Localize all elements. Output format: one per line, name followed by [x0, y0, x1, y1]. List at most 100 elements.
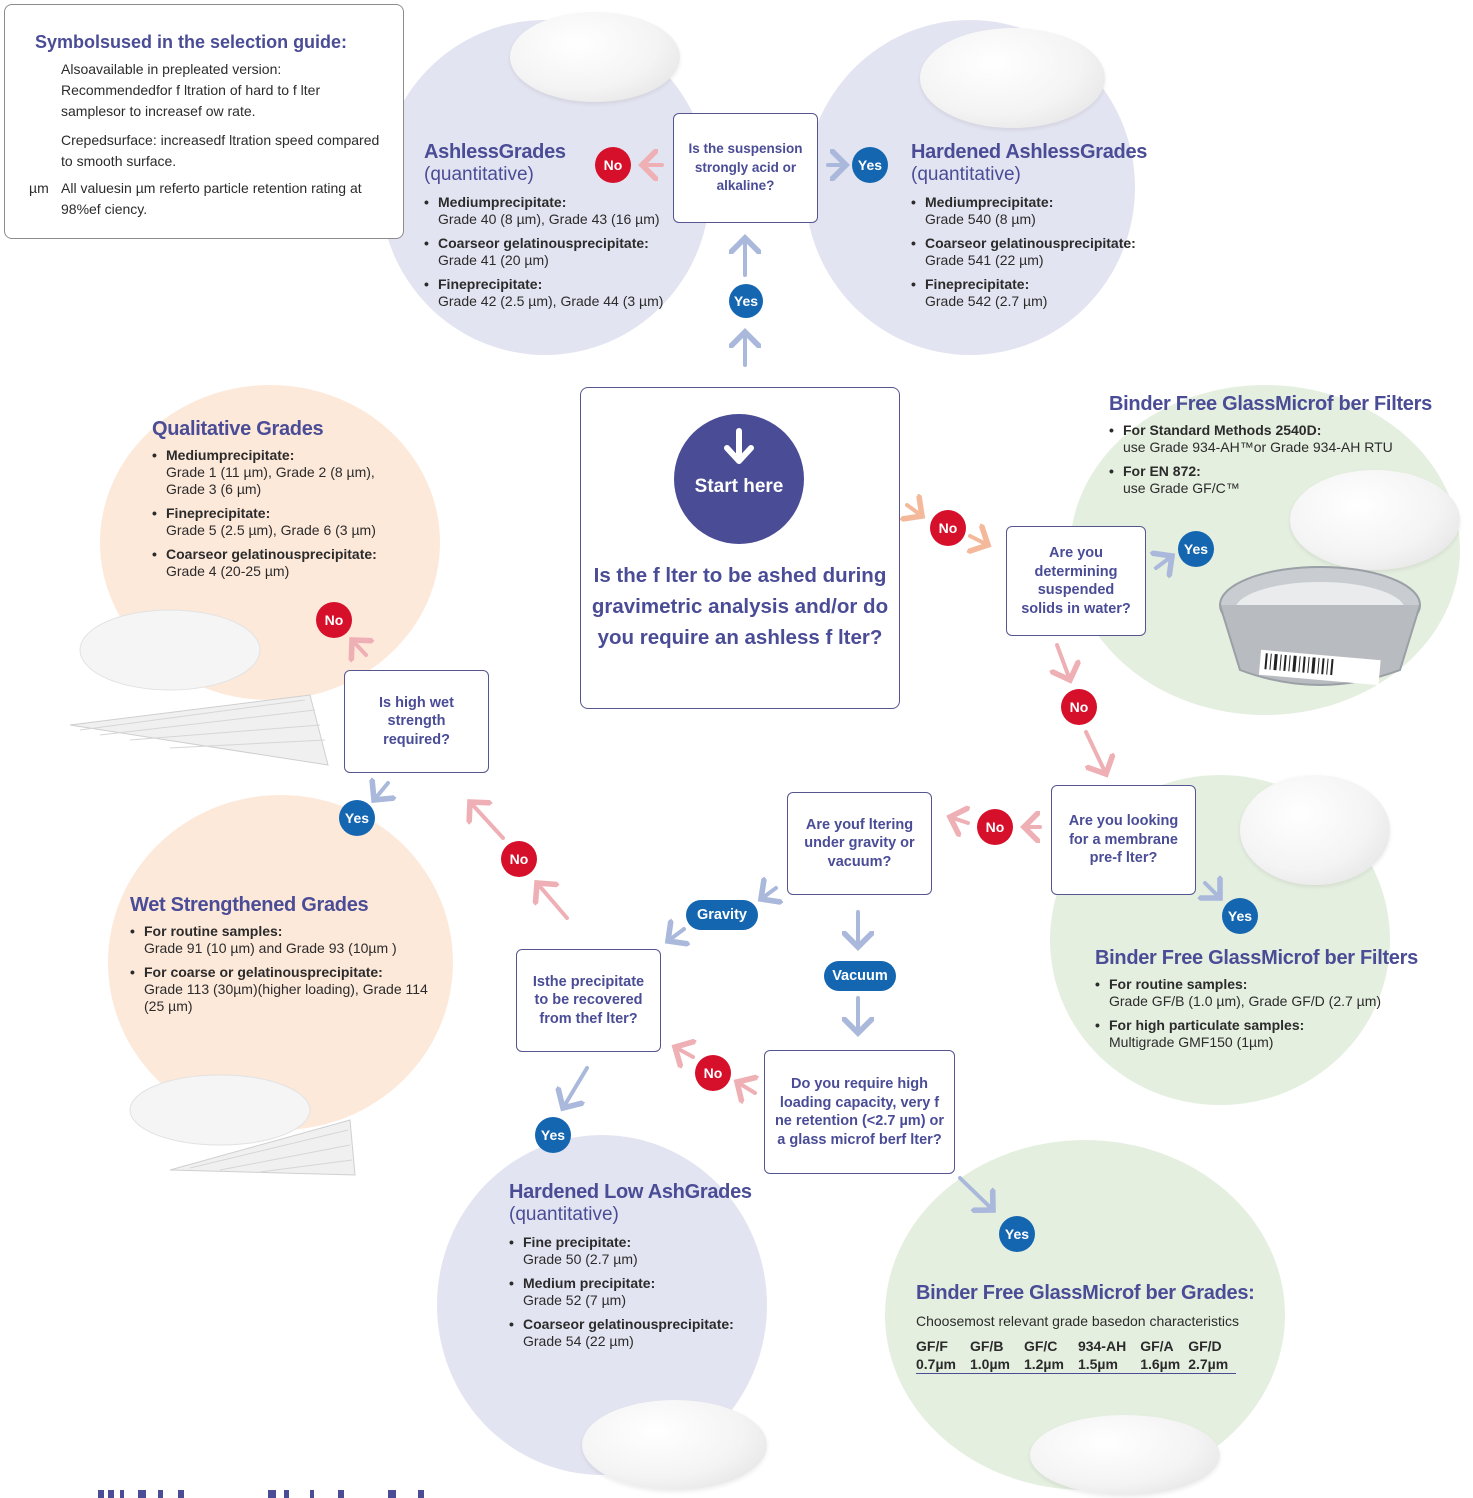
list-item: Fineprecipitate:Grade 542 (2.7 µm) — [911, 276, 1171, 310]
group-qualitative: Qualitative Grades Mediumprecipitate:Gra… — [152, 418, 414, 587]
badge-no: No — [695, 1055, 731, 1091]
list-item: For routine samples:Grade 91 (10 µm) and… — [130, 923, 450, 957]
arrow-down-icon — [724, 428, 754, 464]
badge-no: No — [930, 510, 966, 546]
group-subtitle: Choosemost relevant grade basedon charac… — [916, 1313, 1239, 1329]
cropped-footer-text — [98, 1490, 424, 1498]
arrow-gravity-left — [668, 929, 684, 941]
list-item: Mediumprecipitate:Grade 540 (8 µm) — [911, 194, 1171, 228]
arrow-solids-yes — [1156, 556, 1172, 568]
grade-size: 1.6µm — [1140, 1356, 1181, 1372]
group-binder-free-top: Binder Free GlassMicrof ber Filters For … — [1109, 393, 1449, 504]
list-item: For EN 872:use Grade GF/C™ — [1109, 463, 1449, 497]
badge-yes: Yes — [852, 147, 888, 183]
badge-yes: Yes — [999, 1216, 1035, 1252]
gravity-pill: Gravity — [686, 900, 758, 930]
question-membrane: Are you looking for a membrane pre-f lte… — [1051, 785, 1196, 895]
filter-paper-image — [1240, 775, 1390, 885]
arrow-wet-yes — [374, 783, 388, 800]
badge-no: No — [501, 841, 537, 877]
group-hardened-low-ash: Hardened Low AshGrades (quantitative) Fi… — [509, 1181, 769, 1357]
start-question: Is the f lter to be ashed during gravime… — [591, 564, 889, 649]
question-suspended-solids: Are you determining suspended solids in … — [1006, 526, 1146, 636]
list-item: Coarseor gelatinousprecipitate:Grade 54 … — [509, 1316, 769, 1350]
list-item: Mediumprecipitate:Grade 1 (11 µm), Grade… — [152, 447, 414, 498]
grade-size: 1.0µm — [969, 1356, 1010, 1372]
arrow-wet-no — [352, 640, 366, 655]
badge-yes: Yes — [729, 284, 763, 318]
list-item: Fineprecipitate:Grade 42 (2.5 µm), Grade… — [424, 276, 694, 310]
legend-micron-symbol: µm — [29, 180, 49, 196]
badge-no: No — [1061, 689, 1097, 725]
list-item: For routine samples:Grade GF/B (1.0 µm),… — [1095, 976, 1435, 1010]
group-ashless: AshlessGrades (quantitative) Mediumpreci… — [424, 141, 694, 317]
filter-paper-image — [1030, 1415, 1220, 1495]
grade-name: GF/D — [1188, 1338, 1222, 1354]
arrow-start-no-1 — [907, 505, 922, 516]
group-title: AshlessGrades — [424, 141, 566, 163]
grade-size: 2.7µm — [1188, 1356, 1229, 1372]
list-item: Coarseor gelatinousprecipitate:Grade 541… — [911, 235, 1171, 269]
grade-size-row: 0.7µm 1.0µm 1.2µm 1.5µm 1.6µm 2.7µm — [916, 1355, 1236, 1374]
badge-yes: Yes — [535, 1117, 571, 1153]
wet-strengthened-circle — [108, 795, 453, 1130]
arrow-solids-no-1 — [1057, 643, 1070, 680]
group-title: Qualitative Grades — [152, 418, 324, 440]
question-high-loading: Do you require high loading capacity, ve… — [764, 1050, 955, 1174]
arrow-recovered-no-2 — [470, 802, 505, 840]
group-title: Binder Free GlassMicrof ber Grades: — [916, 1282, 1255, 1304]
legend-prepleated: Alsoavailable in prepleated version: Rec… — [61, 61, 321, 119]
list-item: For Standard Methods 2540D:use Grade 934… — [1109, 422, 1449, 456]
list-item: Fine precipitate:Grade 50 (2.7 µm) — [509, 1234, 769, 1268]
badge-no: No — [316, 602, 352, 638]
arrow-solids-no-2 — [1084, 730, 1106, 774]
grade-size: 0.7µm — [916, 1356, 956, 1372]
list-item: Coarseor gelatinousprecipitate:Grade 41 … — [424, 235, 694, 269]
badge-yes: Yes — [1178, 531, 1214, 567]
group-binder-free-mid: Binder Free GlassMicrof ber Filters For … — [1095, 947, 1435, 1058]
filter-paper-image — [582, 1400, 767, 1490]
grade-table: GF/F GF/B GF/C 934-AH GF/A GF/D 0.7µm 1.… — [916, 1337, 1237, 1374]
grade-name: GF/F — [916, 1338, 948, 1354]
group-wet-strengthened: Wet Strengthened Grades For routine samp… — [130, 894, 450, 1022]
group-title: Wet Strengthened Grades — [130, 894, 369, 916]
filter-dish-image — [1219, 566, 1421, 686]
pleated-filter-image — [129, 1074, 356, 1176]
badge-yes: Yes — [1222, 898, 1258, 934]
list-item: Fineprecipitate:Grade 5 (2.5 µm), Grade … — [152, 505, 414, 539]
grade-name: GF/B — [969, 1338, 1004, 1354]
arrow-loading-no-2 — [675, 1047, 693, 1057]
list-item: For high particulate samples:Multigrade … — [1095, 1017, 1435, 1051]
legend-title: Symbolsused in the selection guide: — [35, 32, 348, 52]
question-suspension: Is the suspension strongly acid or alkal… — [673, 113, 818, 223]
group-subtitle: (quantitative) — [911, 164, 1021, 185]
badge-no: No — [977, 809, 1013, 845]
grade-size: 1.2µm — [1023, 1356, 1064, 1372]
question-recovered: Isthe precipitate to be recovered from t… — [516, 949, 661, 1052]
start-button[interactable]: Start here — [674, 414, 804, 544]
filter-paper-image — [920, 28, 1105, 128]
question-wet-strength: Is high wet strength required? — [344, 670, 489, 773]
group-hardened-ashless: Hardened AshlessGrades (quantitative) Me… — [911, 141, 1171, 317]
legend-micron: All valuesin µm referto particle retenti… — [61, 180, 362, 217]
list-item: Medium precipitate:Grade 52 (7 µm) — [509, 1275, 769, 1309]
grade-name-row: GF/F GF/B GF/C 934-AH GF/A GF/D — [916, 1337, 1236, 1355]
list-item: Coarseor gelatinousprecipitate:Grade 4 (… — [152, 546, 414, 580]
vacuum-pill: Vacuum — [824, 961, 896, 991]
list-item: For coarse or gelatinousprecipitate:Grad… — [130, 964, 450, 1015]
group-subtitle: (quantitative) — [509, 1204, 619, 1225]
filter-paper-image — [510, 12, 680, 102]
arrow-to-gravity — [761, 888, 776, 899]
pleated-filter-image — [69, 609, 329, 766]
grade-name: GF/A — [1140, 1338, 1174, 1354]
start-label: Start here — [694, 476, 784, 497]
grade-size: 1.5µm — [1077, 1356, 1118, 1372]
question-gravity-vacuum: Are youf ltering under gravity or vacuum… — [787, 792, 932, 895]
list-item: Mediumprecipitate:Grade 40 (8 µm), Grade… — [424, 194, 694, 228]
group-title: Hardened AshlessGrades — [911, 141, 1148, 163]
group-title: Binder Free GlassMicrof ber Filters — [1095, 947, 1418, 969]
group-title: Binder Free GlassMicrof ber Filters — [1109, 393, 1432, 415]
group-subtitle: (quantitative) — [424, 164, 534, 185]
symbols-legend: Symbolsused in the selection guide: Also… — [4, 4, 404, 239]
